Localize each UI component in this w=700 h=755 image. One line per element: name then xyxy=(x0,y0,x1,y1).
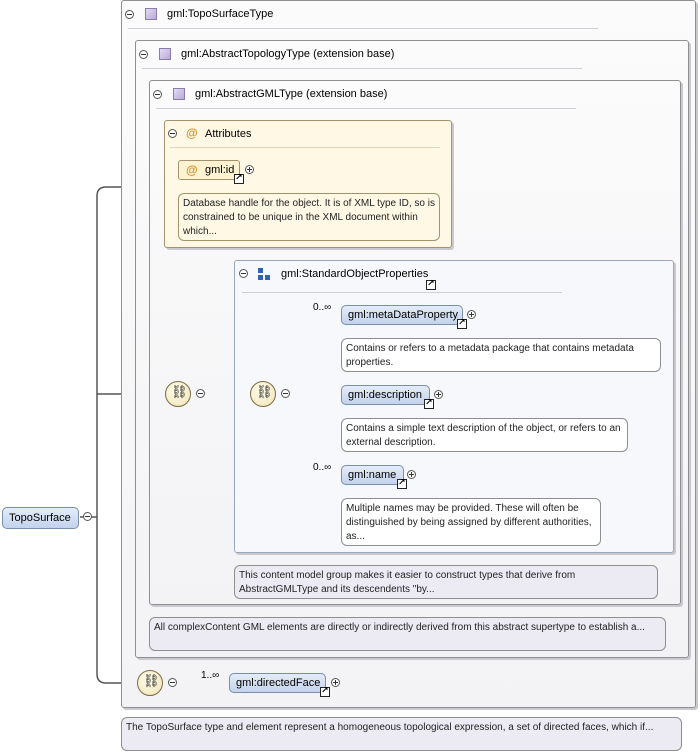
directed-face-link-icon[interactable] xyxy=(320,685,330,697)
gml-id-label: gml:id xyxy=(205,164,235,176)
topo-surface-element[interactable]: TopoSurface xyxy=(2,507,79,529)
header-underline xyxy=(128,28,598,29)
directed-face-occurrence: 1..∞ xyxy=(201,670,220,681)
standard-object-properties-link-icon[interactable] xyxy=(426,278,436,290)
inner-sequence-icon[interactable]: ⛓ xyxy=(250,381,276,407)
collapse-standard-object-properties[interactable] xyxy=(239,269,248,278)
header-underline xyxy=(242,292,562,293)
gml-id-doc: Database handle for the object. It is of… xyxy=(178,193,440,241)
metadata-property-occurrence: 0..∞ xyxy=(313,302,332,313)
topo-surface-type-title: gml:TopoSurfaceType xyxy=(167,8,274,20)
collapse-outer-sequence[interactable] xyxy=(196,389,205,398)
collapse-bottom-sequence[interactable] xyxy=(168,678,177,687)
collapse-abstract-gml-type[interactable] xyxy=(153,90,162,99)
group-icon-block xyxy=(258,275,263,280)
abstract-topology-type-title: gml:AbstractTopologyType (extension base… xyxy=(181,48,395,60)
abstract-gml-type-title: gml:AbstractGMLType (extension base) xyxy=(195,88,388,100)
expand-name[interactable] xyxy=(407,470,416,479)
directed-face-element[interactable]: gml:directedFace xyxy=(229,673,326,693)
attributes-icon: @ xyxy=(186,126,198,140)
description-element[interactable]: gml:description xyxy=(341,385,430,405)
standard-object-properties-title: gml:StandardObjectProperties xyxy=(281,268,429,280)
attributes-title: Attributes xyxy=(205,128,252,140)
header-underline xyxy=(170,147,440,148)
collapse-inner-sequence[interactable] xyxy=(281,389,290,398)
complex-type-icon xyxy=(145,8,157,20)
metadata-property-link-icon[interactable] xyxy=(457,317,467,329)
standard-object-properties-doc: This content model group makes it easier… xyxy=(234,565,658,599)
description-link-icon[interactable] xyxy=(424,397,434,409)
description-doc: Contains a simple text description of th… xyxy=(341,418,628,452)
expand-description[interactable] xyxy=(434,390,443,399)
collapse-topo-surface[interactable] xyxy=(83,512,92,521)
metadata-property-doc: Contains or refers to a metadata package… xyxy=(341,338,661,372)
metadata-property-element[interactable]: gml:metaDataProperty xyxy=(341,305,463,325)
header-underline xyxy=(156,108,576,109)
name-occurrence: 0..∞ xyxy=(313,462,332,473)
attribute-icon: @ xyxy=(186,163,198,177)
expand-gml-id[interactable] xyxy=(245,165,254,174)
gml-id-attribute[interactable] xyxy=(178,160,240,180)
topo-surface-doc: The TopoSurface type and element represe… xyxy=(121,717,682,751)
header-underline xyxy=(142,68,582,69)
group-icon-block xyxy=(265,275,270,280)
name-link-icon[interactable] xyxy=(397,477,407,489)
collapse-abstract-topology-type[interactable] xyxy=(139,50,148,59)
expand-directed-face[interactable] xyxy=(331,678,340,687)
name-doc: Multiple names may be provided. These wi… xyxy=(341,498,601,546)
collapse-topo-surface-type[interactable] xyxy=(125,10,134,19)
collapse-attributes[interactable] xyxy=(168,129,177,138)
bottom-sequence-icon[interactable]: ⛓ xyxy=(137,670,163,696)
abstract-gml-type-doc: All complexContent GML elements are dire… xyxy=(149,617,666,651)
outer-sequence-icon[interactable]: ⛓ xyxy=(165,381,191,407)
complex-type-icon xyxy=(173,88,185,100)
name-element[interactable]: gml:name xyxy=(341,465,404,485)
group-icon-block xyxy=(258,268,263,273)
expand-metadata-property[interactable] xyxy=(467,310,476,319)
gml-id-link-icon[interactable] xyxy=(234,172,244,184)
complex-type-icon xyxy=(159,48,171,60)
